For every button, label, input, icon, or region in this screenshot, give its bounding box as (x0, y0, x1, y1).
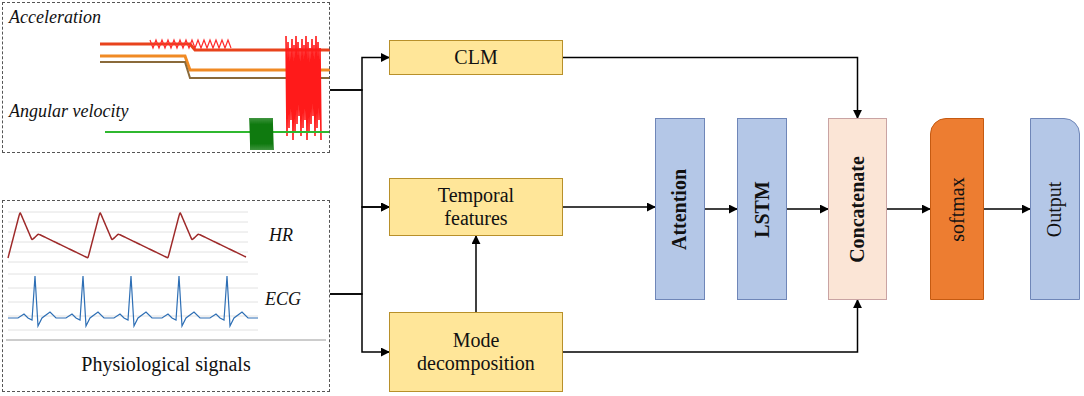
flow-arrow (887, 208, 930, 210)
signal-label: Angular velocity (9, 101, 128, 122)
softmax-box: softmax (930, 118, 984, 300)
grid-line (8, 262, 248, 263)
concat-box: Concatenate (828, 118, 887, 300)
grid-line (8, 232, 248, 233)
box-label: Temporal features (411, 184, 541, 230)
box-label: Output (1044, 181, 1067, 237)
angular-velocity-burst (250, 118, 273, 150)
signal-label: ECG (265, 289, 301, 310)
flow-arrow (563, 300, 858, 352)
layer-box: Attention (655, 118, 705, 300)
acceleration-burst (286, 36, 321, 140)
process-box: Mode decomposition (389, 312, 563, 392)
process-box: CLM (389, 40, 563, 75)
grid-line (8, 288, 258, 289)
acceleration-noise (150, 40, 231, 48)
box-label: Concatenate (846, 156, 869, 263)
flow-arrow (330, 207, 389, 294)
grid-line (8, 242, 248, 243)
grid-line (8, 274, 258, 275)
panel-divider (6, 340, 326, 341)
flow-arrow (475, 236, 477, 312)
box-label: LSTM (751, 181, 774, 238)
flow-arrow (563, 206, 655, 208)
layer-box: LSTM (737, 118, 787, 300)
physiological-panel: HR ECG Physiological signals (2, 200, 330, 392)
grid-line (8, 330, 258, 331)
ecg-curve (8, 276, 258, 326)
flow-arrow (787, 208, 828, 210)
signal-label: HR (269, 225, 293, 246)
box-label: softmax (946, 177, 969, 241)
flow-arrow (330, 294, 389, 352)
box-label: Mode decomposition (411, 329, 541, 375)
grid-line (8, 222, 248, 223)
heart-rate-curve (8, 213, 246, 258)
grid-line (8, 252, 248, 253)
flow-arrow (330, 90, 389, 207)
box-label: CLM (454, 46, 497, 69)
flow-arrow (330, 58, 389, 91)
flow-arrow (705, 208, 737, 210)
angular-velocity-trace (105, 131, 330, 133)
output-box: Output (1030, 118, 1080, 300)
sensor-panel: AccelerationAngular velocity (2, 2, 330, 153)
process-box: Temporal features (389, 178, 563, 236)
signal-label: Physiological signals (3, 353, 329, 376)
grid-line (8, 212, 248, 213)
box-label: Attention (669, 168, 692, 249)
flow-arrow (984, 208, 1030, 210)
flow-arrow (563, 58, 858, 119)
signal-label: Acceleration (9, 7, 101, 28)
